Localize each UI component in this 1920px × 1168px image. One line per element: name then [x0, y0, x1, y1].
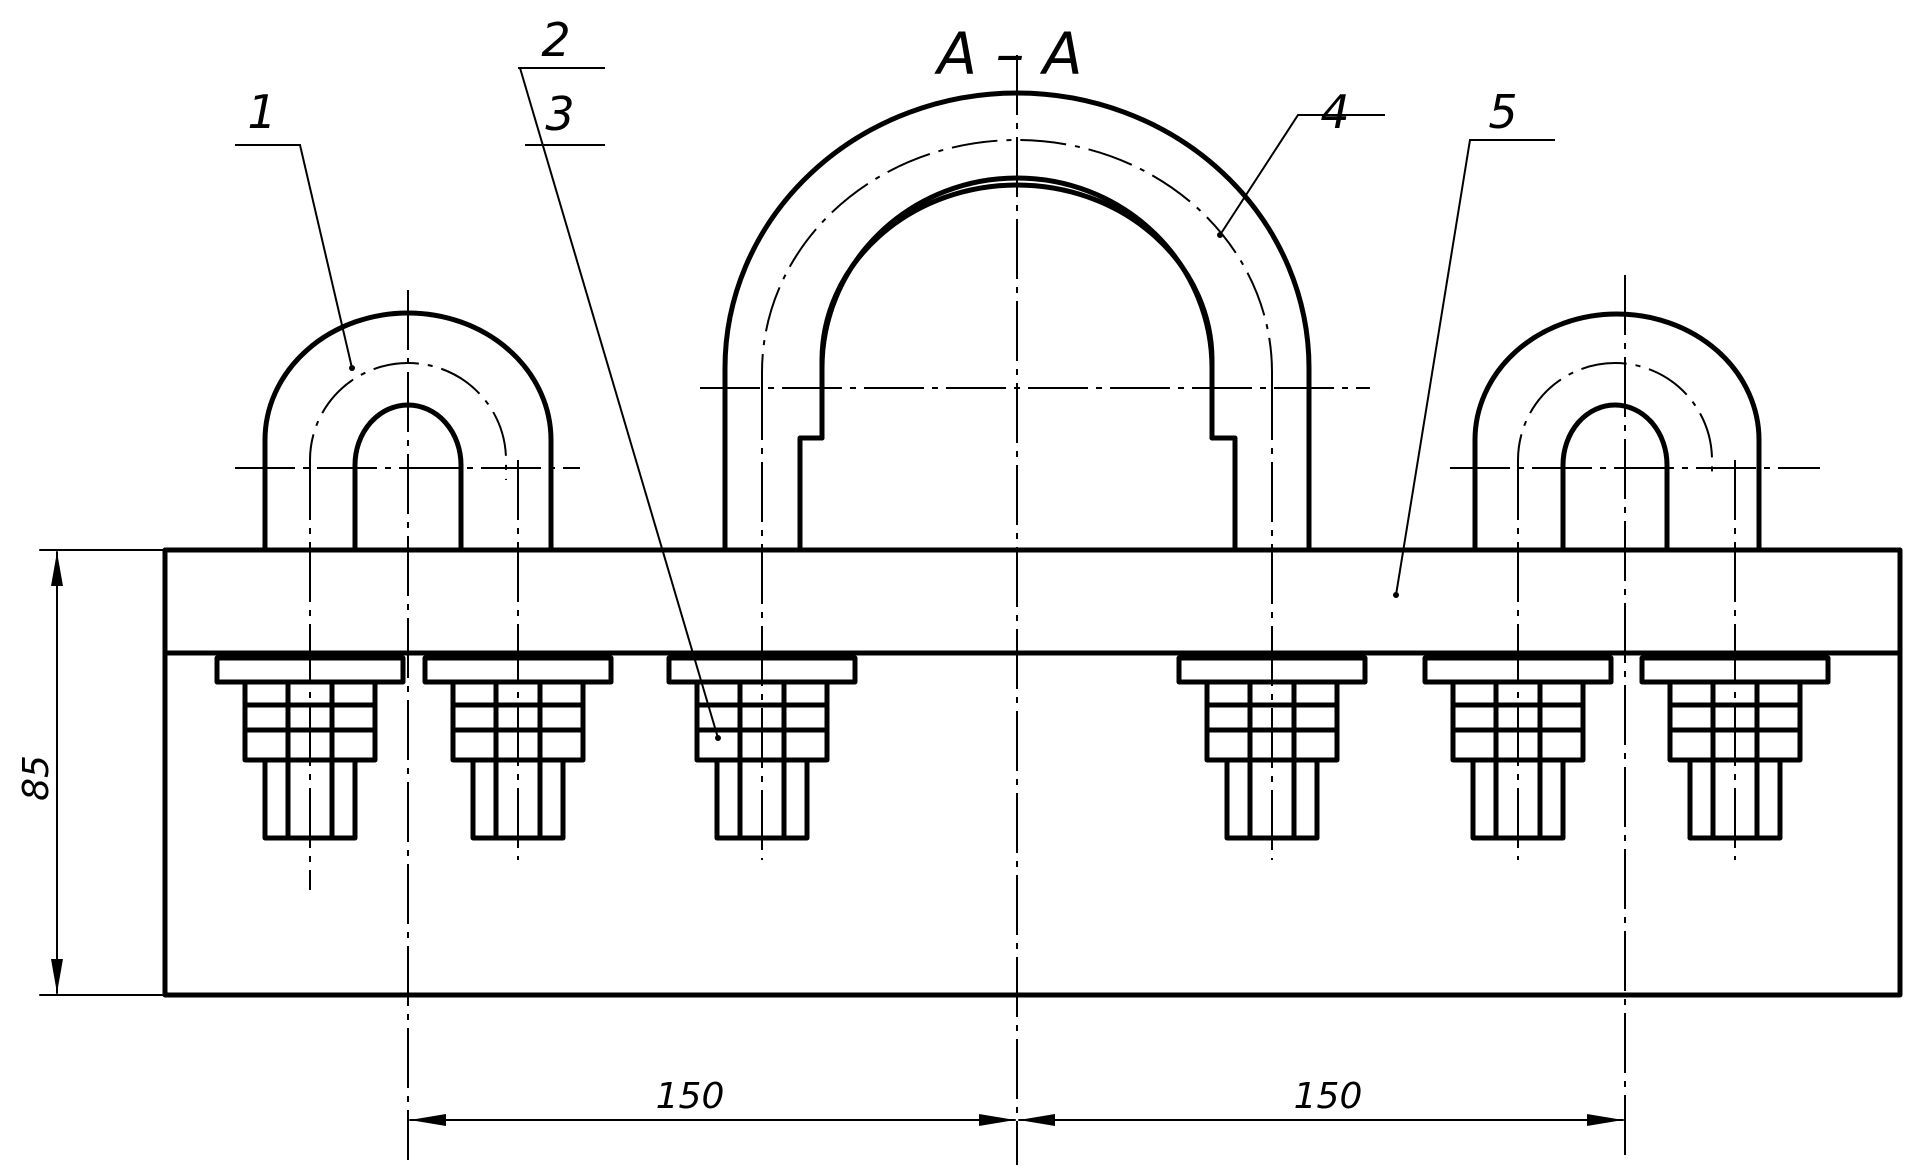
callout-3-label: 3: [545, 87, 574, 141]
callout-4: 4: [1217, 85, 1385, 238]
large-u-bolt: [700, 90, 1370, 553]
left-span-label: 150: [656, 1076, 725, 1117]
right-span-label: 150: [1294, 1076, 1363, 1117]
height-dimension-label: 85: [16, 755, 57, 801]
callout-4-label: 4: [1320, 85, 1349, 139]
callout-1: 1: [235, 85, 355, 371]
callout-2-label: 2: [541, 13, 570, 67]
nut-assemblies: [214, 655, 1831, 841]
vertical-axes: [309, 55, 1736, 1165]
horizontal-dimensions: 150 150: [409, 1076, 1624, 1126]
callout-3: 3: [525, 87, 605, 146]
section-title: А – А: [933, 20, 1082, 88]
callout-5-label: 5: [1488, 85, 1517, 139]
base-plate: [162, 547, 1903, 998]
callout-5: 5: [1393, 85, 1555, 598]
height-dimension: 85: [16, 549, 166, 996]
right-u-bolt: [1450, 311, 1820, 553]
callout-2: 2: [518, 13, 721, 741]
callout-1-label: 1: [247, 85, 276, 139]
